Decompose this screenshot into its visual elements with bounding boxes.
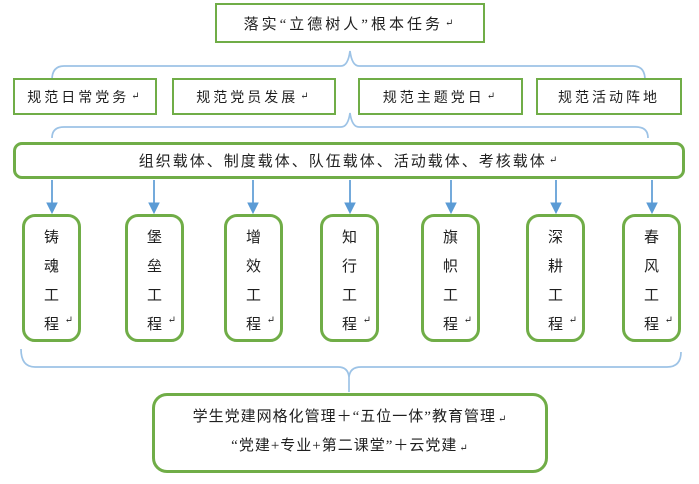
- paragraph-return-mark: ↵: [497, 414, 508, 425]
- project-label: 旗帜工程: [442, 230, 458, 333]
- summary-line-1: 学生党建网格化管理＋“五位一体”教育管理↵: [193, 404, 508, 433]
- middle-brace-connector: [51, 112, 649, 139]
- paragraph-return-mark: ↵: [64, 315, 73, 326]
- paragraph-return-mark: ↵: [131, 91, 143, 102]
- norm-theme-party-day-box: 规范主题党日↵: [358, 78, 523, 115]
- project-label: 铸魂工程: [43, 230, 59, 333]
- paragraph-return-mark: ↵: [167, 315, 176, 326]
- project-label: 知行工程: [341, 230, 357, 333]
- norm-label: 规范主题党日: [382, 90, 485, 106]
- paragraph-return-mark: ↵: [300, 91, 312, 102]
- project-box-spring-breeze: 春风工程 ↵: [622, 214, 681, 342]
- down-arrows: [46, 180, 658, 215]
- project-box-fortress: 堡垒工程 ↵: [125, 214, 184, 342]
- root-task-box: 落实“立德树人”根本任务↵: [215, 3, 485, 43]
- project-box-knowledge-action: 知行工程 ↵: [320, 214, 379, 342]
- project-box-deep-cultivation: 深耕工程 ↵: [526, 214, 585, 342]
- carriers-box: 组织载体、制度载体、队伍载体、活动载体、考核载体↵: [13, 142, 685, 179]
- project-label: 春风工程: [643, 230, 659, 333]
- project-box-efficiency: 增效工程 ↵: [224, 214, 283, 342]
- norm-label: 规范活动阵地: [558, 90, 660, 106]
- project-box-soul-casting: 铸魂工程 ↵: [22, 214, 81, 342]
- paragraph-return-mark: ↵: [362, 315, 371, 326]
- project-box-banner: 旗帜工程 ↵: [421, 214, 480, 342]
- summary-line-2: “党建+专业+第二课堂”＋云党建↵: [231, 433, 469, 462]
- paragraph-return-mark: ↵: [463, 315, 472, 326]
- top-brace-connector: [51, 50, 646, 81]
- paragraph-return-mark: ↵: [548, 155, 560, 166]
- summary-line-2-text: “党建+专业+第二课堂”＋云党建: [231, 438, 458, 454]
- project-label: 堡垒工程: [146, 230, 162, 333]
- summary-line-1-text: 学生党建网格化管理＋“五位一体”教育管理: [192, 409, 496, 425]
- carriers-label: 组织载体、制度载体、队伍载体、活动载体、考核载体: [138, 154, 547, 170]
- management-summary-box: 学生党建网格化管理＋“五位一体”教育管理↵ “党建+专业+第二课堂”＋云党建↵: [152, 393, 548, 473]
- paragraph-return-mark: ↵: [664, 315, 673, 326]
- root-task-label: 落实“立德树人”根本任务: [243, 16, 443, 33]
- paragraph-return-mark: ↵: [444, 17, 457, 29]
- norm-member-development-box: 规范党员发展↵: [172, 78, 336, 115]
- norm-label: 规范日常党务: [27, 90, 130, 106]
- norm-daily-affairs-box: 规范日常党务↵: [13, 78, 157, 115]
- paragraph-return-mark: ↵: [459, 443, 469, 454]
- paragraph-return-mark: ↵: [266, 315, 275, 326]
- project-label: 深耕工程: [547, 230, 563, 333]
- bottom-brace-connector: [20, 348, 682, 392]
- project-label: 增效工程: [245, 230, 261, 333]
- norm-label: 规范党员发展: [196, 90, 299, 106]
- paragraph-return-mark: ↵: [568, 315, 577, 326]
- norm-activity-positions-box: 规范活动阵地: [536, 78, 682, 115]
- paragraph-return-mark: ↵: [486, 91, 499, 102]
